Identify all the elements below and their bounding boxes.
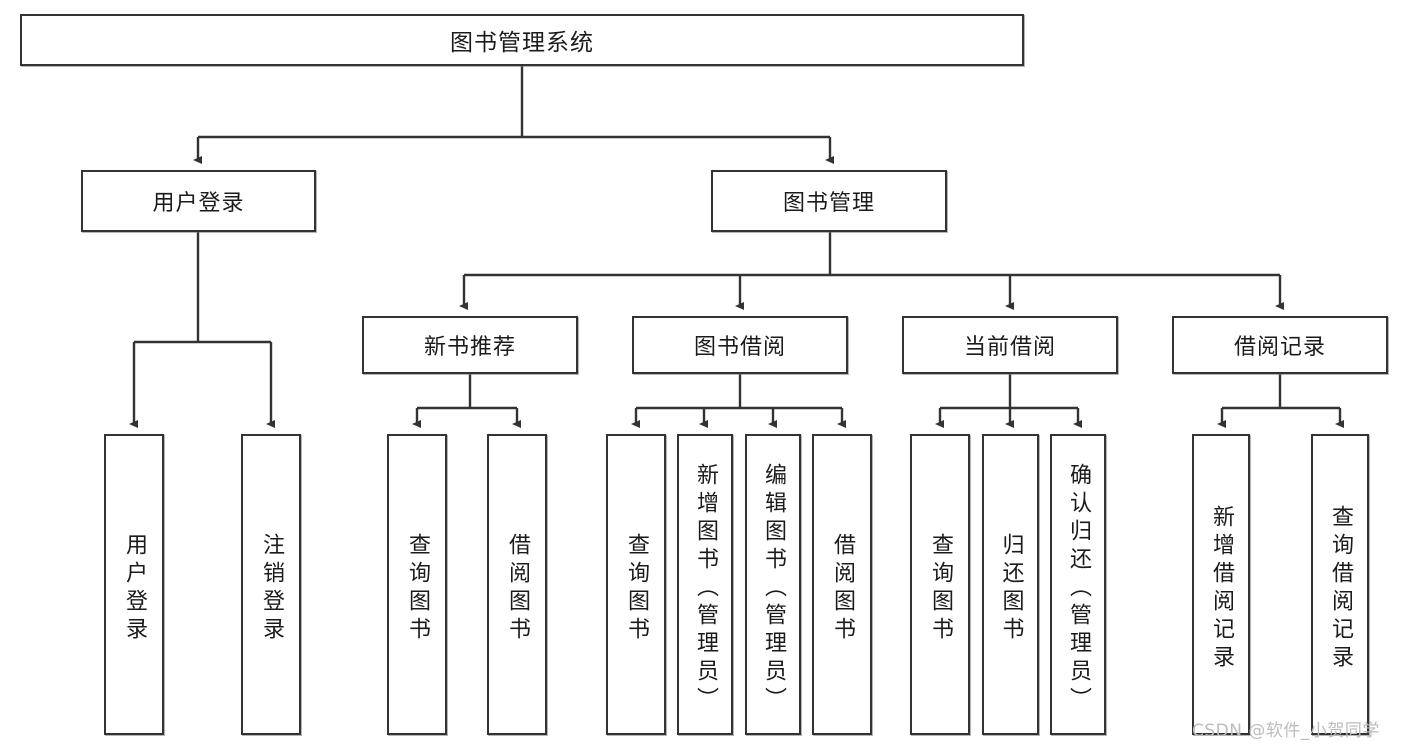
leaf-borrow-book-recommend[interactable]: 借阅图书 <box>487 434 547 735</box>
node-label: 归还图书 <box>998 532 1024 645</box>
node-label: 用户登录 <box>152 191 245 216</box>
node-label: 新增图书（管理员） <box>693 462 718 715</box>
leaf-return-book[interactable]: 归还图书 <box>982 434 1039 735</box>
leaf-query-book-recommend[interactable]: 查询图书 <box>387 434 447 735</box>
node-borrow-record[interactable]: 借阅记录 <box>1172 316 1388 374</box>
node-label: 图书管理系统 <box>450 30 594 56</box>
node-current-borrow[interactable]: 当前借阅 <box>902 316 1118 374</box>
leaf-user-login[interactable]: 用户登录 <box>104 434 164 735</box>
node-user-login[interactable]: 用户登录 <box>81 170 316 232</box>
leaf-edit-book-admin[interactable]: 编辑图书（管理员） <box>745 434 801 735</box>
leaf-add-borrow-record[interactable]: 新增借阅记录 <box>1192 434 1250 735</box>
node-label: 查询图书 <box>624 532 649 645</box>
node-label: 新书推荐 <box>423 335 516 360</box>
node-label: 查询图书 <box>405 532 430 645</box>
node-label: 编辑图书（管理员） <box>761 462 786 715</box>
node-label: 图书借阅 <box>693 335 786 360</box>
node-book-management[interactable]: 图书管理 <box>711 170 947 232</box>
leaf-borrow-book[interactable]: 借阅图书 <box>812 434 872 735</box>
node-label: 确认归还（管理员） <box>1066 462 1091 715</box>
node-label: 查询图书 <box>928 532 953 645</box>
leaf-logout[interactable]: 注销登录 <box>241 434 301 735</box>
leaf-query-book-current[interactable]: 查询图书 <box>910 434 970 735</box>
watermark: CSDN @软件_小贺同学 <box>1192 721 1380 741</box>
node-label: 注销登录 <box>259 532 284 645</box>
leaf-confirm-return-admin[interactable]: 确认归还（管理员） <box>1050 434 1106 735</box>
node-label: 借阅图书 <box>505 532 530 645</box>
leaf-add-book-admin[interactable]: 新增图书（管理员） <box>677 434 733 735</box>
node-label: 用户登录 <box>122 532 147 645</box>
node-book-borrow[interactable]: 图书借阅 <box>632 316 848 374</box>
leaf-query-book-borrow[interactable]: 查询图书 <box>606 434 666 735</box>
node-label: 当前借阅 <box>963 335 1056 360</box>
node-label: 借阅记录 <box>1233 335 1326 360</box>
node-new-book-recommend[interactable]: 新书推荐 <box>362 316 578 374</box>
leaf-query-borrow-record[interactable]: 查询借阅记录 <box>1311 434 1369 735</box>
node-label: 查询借阅记录 <box>1328 504 1353 673</box>
node-root-book-management-system[interactable]: 图书管理系统 <box>20 14 1024 66</box>
node-label: 借阅图书 <box>830 532 855 645</box>
node-label: 图书管理 <box>782 191 875 216</box>
node-label: 新增借阅记录 <box>1209 504 1234 673</box>
